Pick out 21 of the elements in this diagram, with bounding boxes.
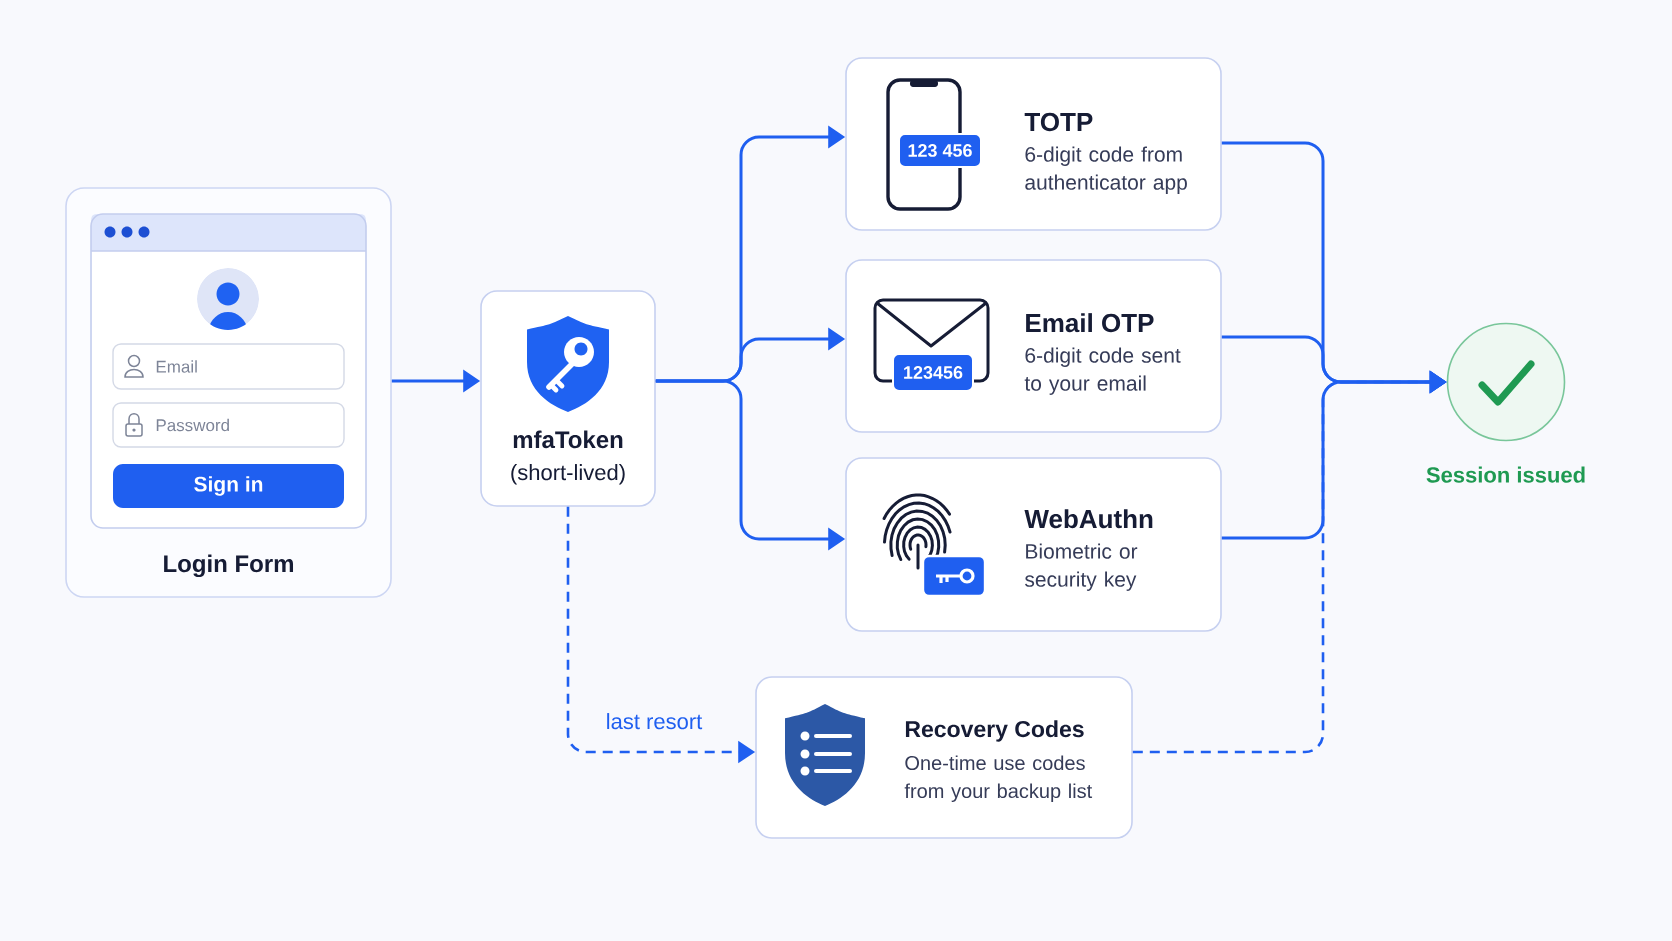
method-card [845, 259, 1222, 433]
code-badge: 123 456 [898, 133, 982, 168]
card-title: Recovery Codes [905, 720, 1084, 742]
card-description: (short-lived) [511, 464, 625, 485]
method-card [845, 57, 1222, 231]
card-title: mfaToken [513, 430, 623, 449]
input-field: Password [112, 402, 345, 448]
card-title: TOTP [1024, 112, 1093, 132]
card-title: Email OTP [1026, 313, 1154, 333]
card-description: 6-digit code sent to your email [1024, 347, 1181, 395]
edge-label: last resort [602, 710, 706, 733]
status-label: Session issued [1426, 466, 1585, 483]
card-title: WebAuthn [1024, 509, 1153, 529]
input-field: Email [112, 343, 345, 390]
code-badge: 123456 [892, 353, 974, 392]
panel-title: Login Form [164, 554, 293, 578]
card-description: 6-digit code from authenticator app [1025, 146, 1187, 194]
card-description: One-time use codes from your backup list [904, 755, 1093, 803]
button: Sign in [113, 464, 344, 508]
card-description: Biometric or security key [1025, 543, 1138, 591]
method-card [845, 457, 1222, 632]
